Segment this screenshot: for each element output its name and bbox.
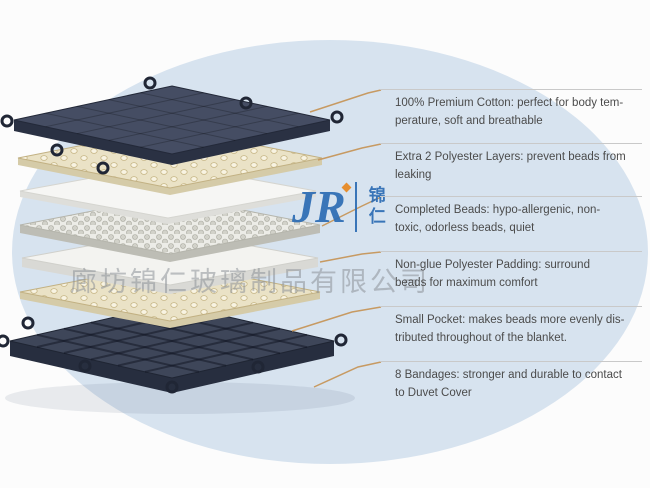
callout-text-line: beads for maximum comfort bbox=[395, 277, 538, 289]
corner-loop-icon bbox=[334, 333, 348, 347]
callout-text-line: perature, soft and breathable bbox=[395, 115, 543, 127]
corner-loop-icon bbox=[251, 360, 265, 374]
callout-text-line: Extra 2 Polyester Layers: prevent beads … bbox=[395, 151, 626, 163]
watermark-logo-monogram: JR bbox=[292, 181, 346, 232]
corner-loop-icon bbox=[96, 161, 110, 175]
callout-text-line: 8 Bandages: stronger and durable to cont… bbox=[395, 369, 622, 381]
callout-extra-polyester-layers: Extra 2 Polyester Layers: prevent beads … bbox=[380, 143, 642, 184]
corner-loop-icon bbox=[21, 316, 35, 330]
corner-loop-icon bbox=[143, 76, 157, 90]
callout-text-line: 100% Premium Cotton: perfect for body te… bbox=[395, 97, 624, 109]
callout-text-line: leaking bbox=[395, 169, 432, 181]
callout-text-line: toxic, odorless beads, quiet bbox=[395, 222, 535, 234]
leader-line-extra-polyester bbox=[317, 143, 382, 161]
corner-loop-icon bbox=[165, 380, 179, 394]
callout-text-line: tributed throughout of the blanket. bbox=[395, 332, 567, 344]
callout-non-glue-polyester-padding: Non-glue Polyester Padding: surround bea… bbox=[380, 251, 642, 292]
leader-line-small-pocket bbox=[291, 306, 382, 332]
corner-loop-icon bbox=[0, 114, 14, 128]
corner-loop-icons bbox=[0, 76, 348, 394]
callout-premium-cotton: 100% Premium Cotton: perfect for body te… bbox=[380, 89, 642, 130]
corner-loop-icon bbox=[239, 96, 253, 110]
callout-text-line: Small Pocket: makes beads more evenly di… bbox=[395, 314, 625, 326]
watermark-logo-divider bbox=[354, 182, 357, 232]
callout-text-line: Completed Beads: hypo-allergenic, non- bbox=[395, 204, 601, 216]
callout-text-line: Non-glue Polyester Padding: surround bbox=[395, 259, 590, 271]
watermark-logo: JR 锦仁 bbox=[292, 182, 388, 232]
corner-loop-icon bbox=[78, 359, 92, 373]
callout-completed-beads: Completed Beads: hypo-allergenic, non- t… bbox=[380, 196, 642, 237]
watermark-company-text: 廊坊锦仁玻璃制品有限公司 bbox=[70, 267, 430, 298]
corner-loop-icon bbox=[50, 143, 64, 157]
watermark-logo-characters: 锦仁 bbox=[364, 186, 385, 228]
layer-bottom-cover-small-pockets bbox=[9, 303, 335, 393]
leader-line-bandages bbox=[313, 361, 382, 388]
corner-loop-icon bbox=[330, 110, 344, 124]
callout-text-line: to Duvet Cover bbox=[395, 387, 472, 399]
layer-shadow bbox=[5, 382, 355, 414]
leader-line-premium-cotton bbox=[309, 89, 382, 113]
leader-line-padding bbox=[319, 251, 382, 263]
callout-bandages: 8 Bandages: stronger and durable to cont… bbox=[380, 361, 642, 402]
corner-loop-icon bbox=[0, 334, 10, 348]
callout-small-pocket: Small Pocket: makes beads more evenly di… bbox=[380, 306, 642, 347]
